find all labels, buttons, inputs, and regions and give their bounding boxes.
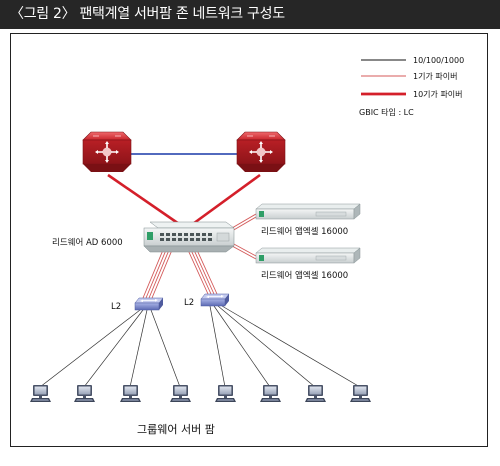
server-pc-1 (30, 385, 51, 402)
server-pc-3 (120, 385, 141, 402)
figure-title: 〈그림 2〉 팬택계열 서버팜 존 네트워크 구성도 (0, 0, 500, 29)
server-pc-4 (170, 385, 191, 402)
l2-left-label: L2 (111, 302, 121, 312)
appxcel-device-2 (255, 247, 361, 264)
l2-switch-right (200, 293, 230, 307)
l2-switch-left (134, 297, 164, 311)
links-ad6000-to-appxcel (231, 213, 257, 260)
server-pc-8 (350, 385, 371, 402)
links-ad6000-to-l2 (142, 249, 218, 299)
gbic-note: GBIC 타입 : LC (359, 108, 414, 117)
link-core-right-to-ad6000 (189, 173, 261, 228)
server-pc-7 (305, 385, 326, 402)
server-pc-2 (74, 385, 95, 402)
legend: 10/100/1000 1기가 파이버 10기가 파이버 GBIC 타입 : L… (359, 56, 464, 117)
server-pc-6 (260, 385, 281, 402)
legend-label-copper: 10/100/1000 (413, 56, 464, 65)
legend-label-1g-fiber: 1기가 파이버 (413, 71, 457, 81)
links-l2-to-servers (39, 305, 361, 388)
appxcel-device-1 (255, 203, 361, 220)
server-pc-5 (215, 385, 236, 402)
core-switch-left (82, 131, 132, 173)
core-switch-right (236, 131, 286, 173)
ad6000-label: 리드웨어 AD 6000 (52, 237, 123, 248)
link-core-left-to-ad6000 (107, 173, 183, 228)
ad6000-device (143, 221, 235, 253)
groupware-farm-caption: 그룹웨어 서버 팜 (137, 423, 215, 436)
appxcel-label-2: 리드웨어 앱엑셀 16000 (261, 270, 348, 281)
figure-frame (10, 33, 488, 447)
appxcel-label-1: 리드웨어 앱엑셀 16000 (261, 226, 348, 237)
legend-label-10g-fiber: 10기가 파이버 (413, 89, 463, 99)
l2-right-label: L2 (184, 298, 194, 308)
